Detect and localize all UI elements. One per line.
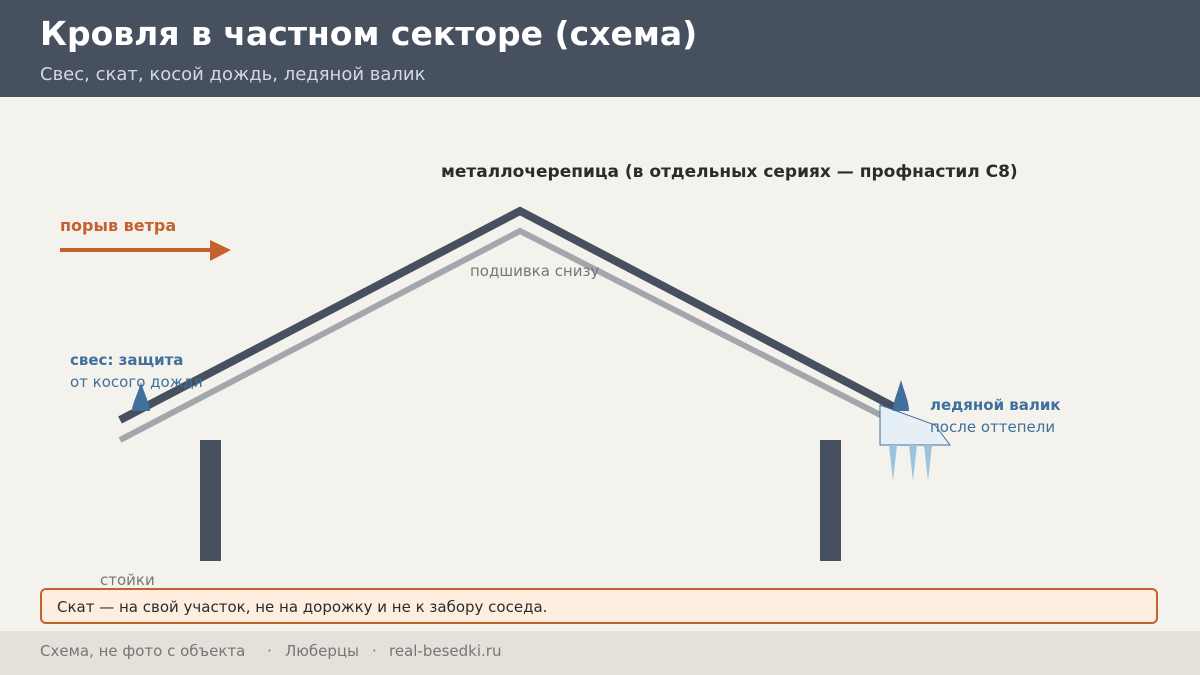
roof-material-label: металлочерепица (в отдельных сериях — пр… [441,162,1018,182]
overhang-text: от косого дождя [70,373,203,391]
page-title: Кровля в частном секторе (схема) [40,14,698,53]
footer-separator: · [267,642,272,660]
post-left [200,440,221,561]
footer-note: Схема, не фото с объекта [40,642,246,660]
icicle-3 [924,445,932,481]
footer-separator: · [372,642,377,660]
page-subtitle: Свес, скат, косой дождь, ледяной валик [40,64,426,85]
soffit-line [118,227,902,443]
footer-site: real-besedki.ru [389,642,502,660]
posts-label: стойки [100,571,155,587]
roof-diagram: металлочерепица (в отдельных сериях — пр… [60,162,1061,587]
header-bar: Кровля в частном секторе (схема) Свес, с… [0,0,1200,97]
wind-label: порыв ветра [60,216,176,235]
roof-line [118,206,902,424]
footer-bar: Схема, не фото с объекта · Люберцы · rea… [0,631,1200,675]
icicle-2 [909,445,917,481]
raindrop-icon [132,382,150,411]
callout-box: Скат — на свой участок, не на дорожку и … [40,588,1158,624]
callout-text: Скат — на свой участок, не на дорожку и … [57,598,548,616]
ice-ridge-shape [879,404,951,446]
drop-icon [893,380,909,411]
ice-ridge-title: ледяной валик [930,396,1061,414]
ice-ridge-text: после оттепели [930,418,1055,436]
post-right [820,440,841,561]
soffit-label: подшивка снизу [470,262,599,280]
wind-arrow-icon [60,240,231,261]
icicle-1 [889,445,897,481]
overhang-title: свес: защита [70,351,183,369]
footer-city: Люберцы [285,642,359,660]
